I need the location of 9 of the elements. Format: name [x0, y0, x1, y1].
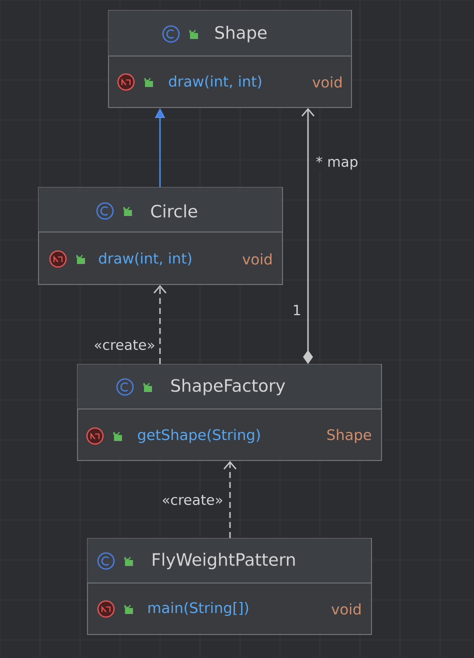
class-box: FlyWeightPattern main(String[]) void	[86, 538, 372, 635]
arrow	[223, 461, 237, 538]
edge-label: «create»	[160, 494, 225, 507]
class-box: Shape draw(int, int) void	[108, 10, 352, 108]
edge-label: * map	[314, 154, 360, 172]
class-box: ShapeFactory getShape(String) Shape	[76, 364, 382, 461]
class-box: Circle draw(int, int) void	[38, 187, 283, 285]
edge-label: «create»	[92, 338, 157, 352]
arrow	[153, 285, 167, 364]
